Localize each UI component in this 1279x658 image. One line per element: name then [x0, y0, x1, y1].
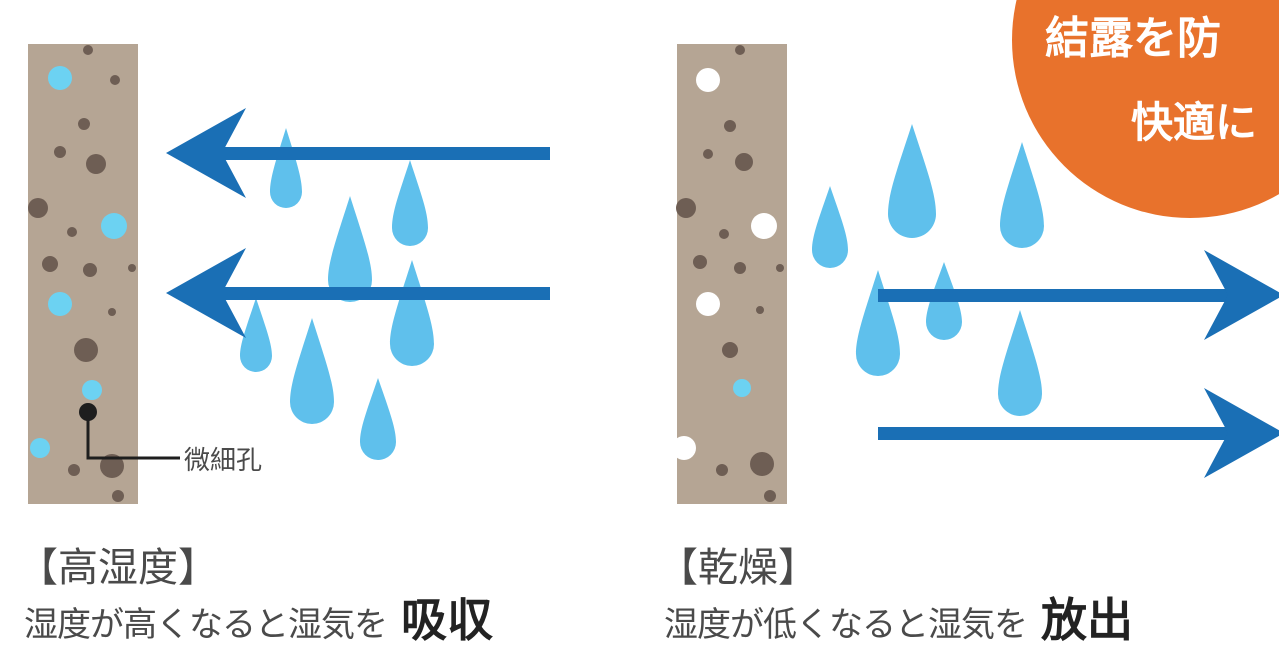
- arrow-left: [166, 248, 550, 338]
- left-wall: [28, 44, 138, 504]
- arrow-right: [878, 388, 1279, 478]
- droplet: [240, 298, 272, 372]
- pore-label: 微細孔: [184, 446, 263, 476]
- droplet: [270, 128, 302, 208]
- arrow-left: [166, 108, 550, 198]
- left-description: 湿度が高くなると湿気を吸収: [24, 597, 493, 647]
- droplet: [856, 270, 900, 376]
- droplet: [812, 186, 848, 268]
- left-droplets: [240, 128, 434, 460]
- right-droplets: [812, 124, 1044, 416]
- droplet: [888, 124, 936, 238]
- release-arrows: [878, 250, 1279, 478]
- droplet: [392, 160, 428, 246]
- right-description-text: 湿度が低くなると湿気を: [664, 605, 1028, 645]
- droplet: [1000, 142, 1044, 248]
- badge-line-1: 結露を防: [1045, 13, 1221, 64]
- droplet: [998, 310, 1042, 416]
- droplet: [328, 196, 372, 302]
- absorb-arrows: [166, 108, 550, 338]
- badge-circle: [1012, 0, 1279, 218]
- right-heading: 【乾燥】: [658, 545, 818, 591]
- right-description: 湿度が低くなると湿気を放出: [664, 597, 1133, 647]
- droplet: [390, 260, 434, 366]
- pore-leader-line: [86, 412, 180, 460]
- badge-line-2: 快適に: [1131, 98, 1258, 147]
- left-heading: 【高湿度】: [18, 545, 218, 591]
- right-emphasis: 放出: [1041, 593, 1133, 647]
- droplet: [290, 318, 334, 424]
- droplet: [360, 378, 396, 460]
- arrow-right: [878, 250, 1279, 340]
- right-wall: [672, 44, 787, 504]
- left-description-text: 湿度が高くなると湿気を: [24, 605, 388, 645]
- left-emphasis: 吸収: [401, 593, 493, 647]
